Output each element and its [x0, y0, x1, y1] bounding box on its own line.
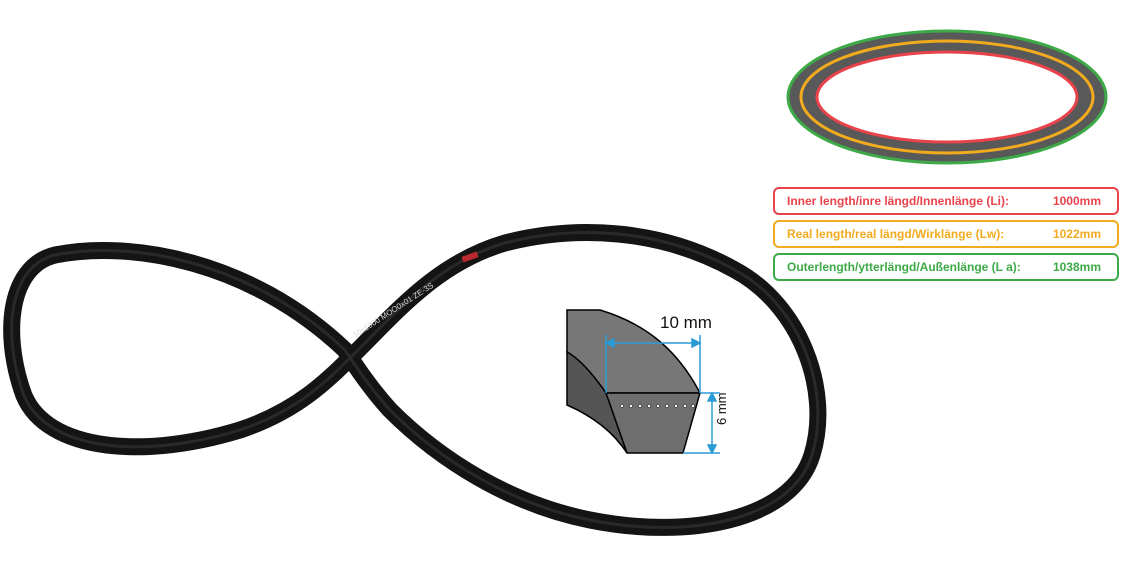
belt-loop-highlight	[10, 231, 820, 529]
legend-real-label: Real length/real längd/Wirklänge (Lw):	[787, 227, 1005, 241]
ring-real	[799, 39, 1095, 155]
legend-real-value: 1022mm	[1052, 227, 1101, 241]
legend-outer-value: 1038mm	[1052, 260, 1101, 274]
belt-red-tag	[461, 251, 479, 263]
ring-inner	[815, 50, 1079, 144]
legend-inner-length: Inner length/inre längd/Innenlänge (Li):…	[773, 187, 1119, 215]
legend-real-length: Real length/real längd/Wirklänge (Lw): 1…	[773, 220, 1119, 248]
legend-inner-value: 1000mm	[1052, 194, 1101, 208]
profile-cords	[620, 404, 695, 408]
dimension-lines	[604, 335, 720, 455]
legend-outer-label: Outerlength/ytterlängd/Außenlänge (L a):	[787, 260, 1021, 274]
legend-outer-length: Outerlength/ytterlängd/Außenlänge (L a):…	[773, 253, 1119, 281]
legend-inner-label: Inner length/inre längd/Innenlänge (Li):	[787, 194, 1009, 208]
profile-width-label: 10 mm	[660, 313, 712, 332]
